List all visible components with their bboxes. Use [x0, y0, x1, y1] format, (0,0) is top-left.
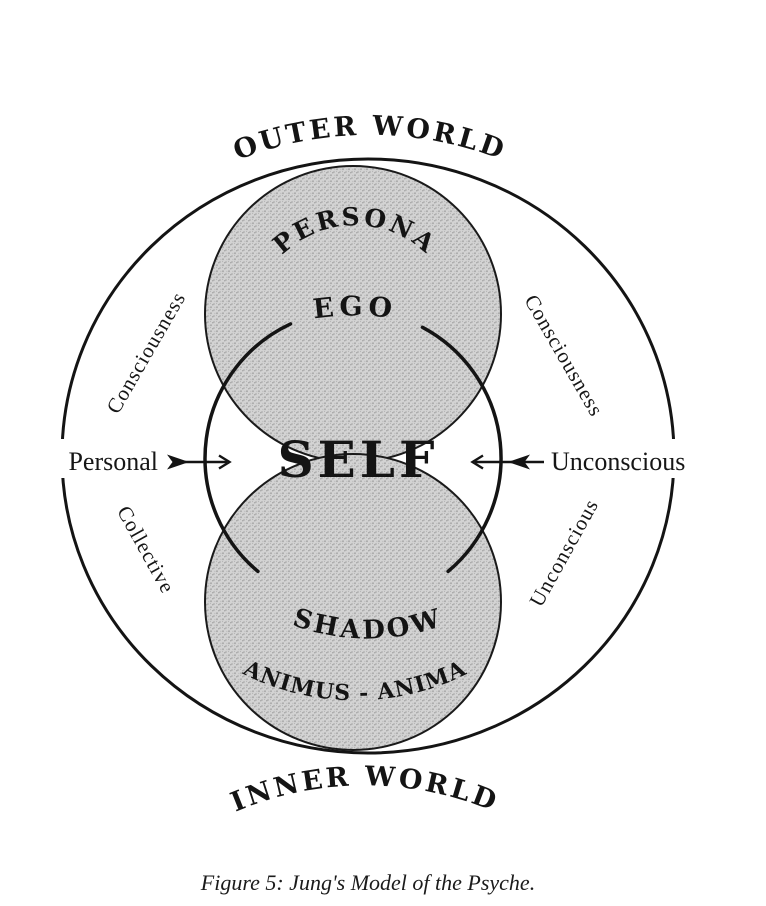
self-circle-right-arc [420, 325, 503, 574]
left-label-gap [48, 439, 162, 478]
unconscious-arrow-label: Unconscious [551, 447, 685, 476]
consciousness-upper-right-label: Consciousness [519, 290, 608, 420]
shadow-anima-circle [204, 453, 502, 751]
personal-label: Personal [68, 447, 158, 476]
left-arrow-icon [167, 454, 232, 470]
collective-lower-left-label: Collective [112, 502, 180, 598]
right-label-gap [541, 439, 705, 478]
consciousness-upper-left-label: Consciousness [101, 287, 190, 417]
self-label: SELF [278, 430, 439, 489]
right-arrow-icon [470, 454, 544, 470]
inner-world-label: INNER WORLD [226, 761, 503, 818]
self-circle-left-arc [203, 322, 293, 574]
ego-label: EGO [311, 291, 398, 325]
unconscious-lower-right-label: Unconscious [524, 495, 603, 611]
figure-caption: Figure 5: Jung's Model of the Psyche. [200, 870, 535, 895]
